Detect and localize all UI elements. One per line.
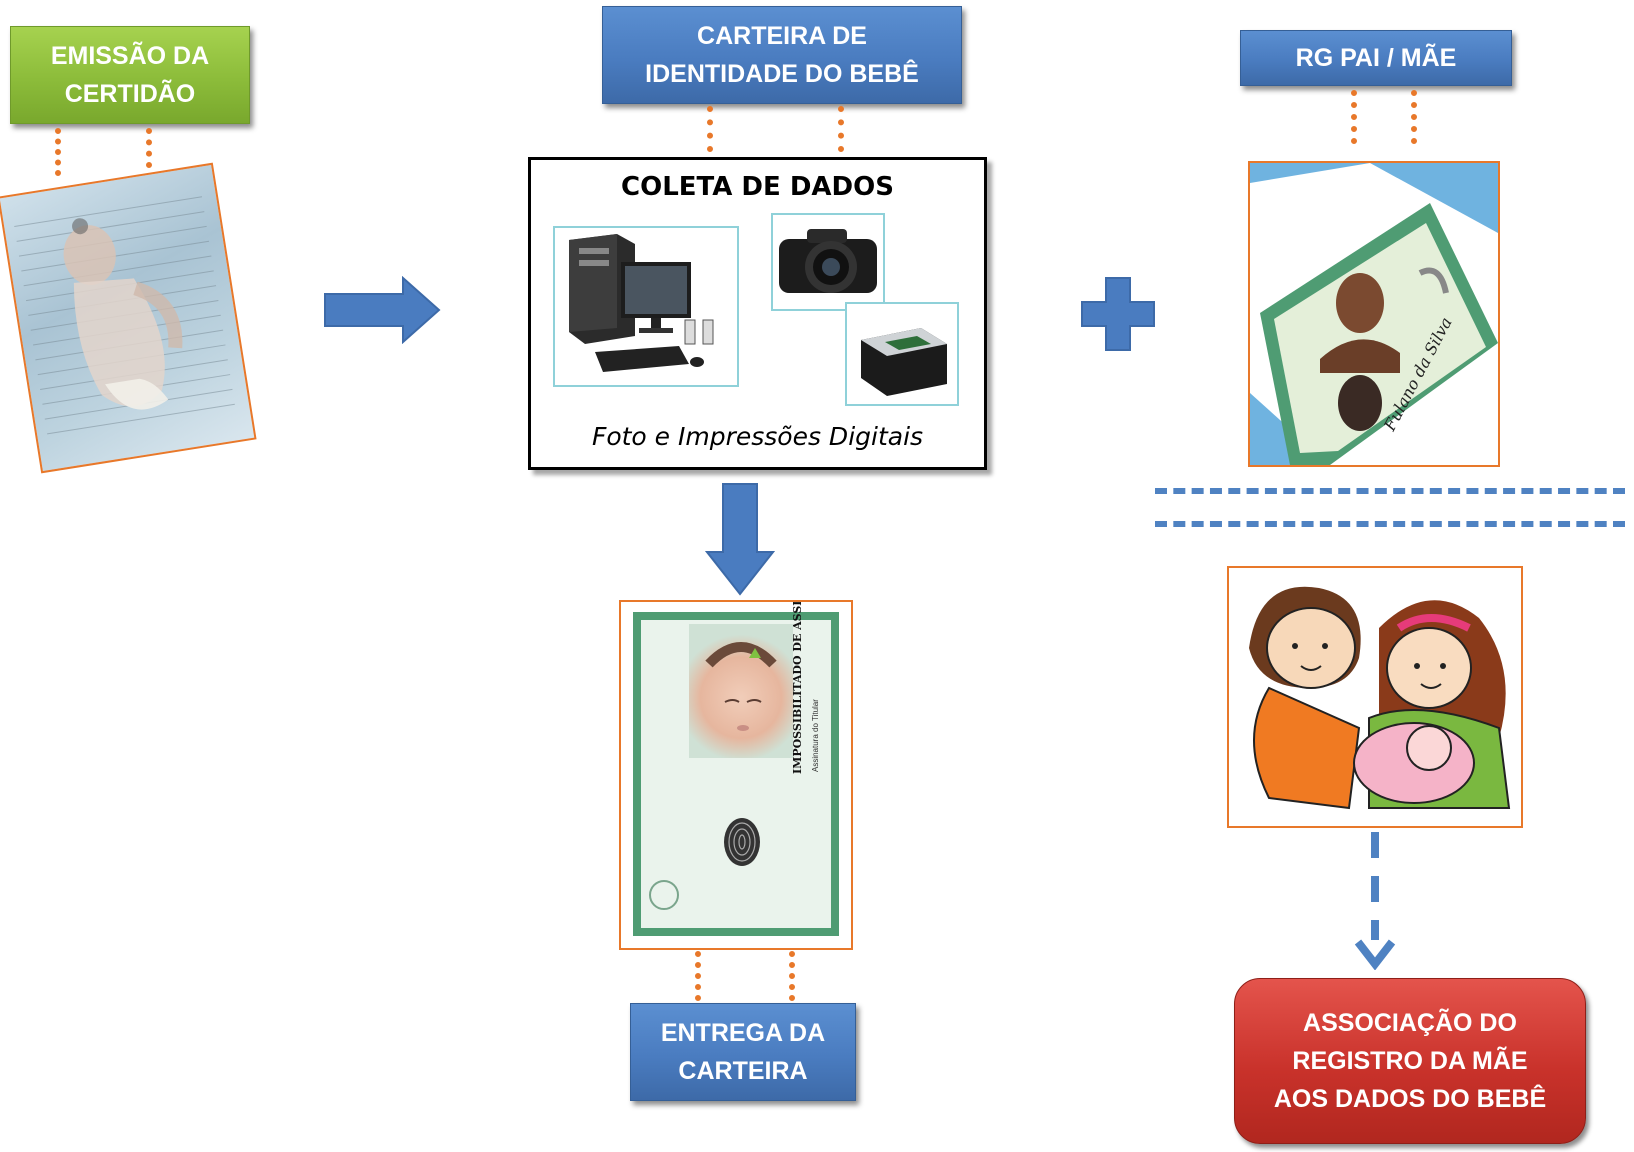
- down-arrow-icon: [705, 483, 775, 596]
- coleta-title: COLETA DE DADOS: [621, 172, 894, 202]
- connector-dots: [55, 128, 67, 176]
- separator-line: [1155, 521, 1625, 527]
- associacao-registro-label: ASSOCIAÇÃO DO REGISTRO DA MÃE AOS DADOS …: [1234, 978, 1586, 1144]
- camera-image: [771, 213, 885, 311]
- fingerprint-scanner-icon: [861, 328, 947, 396]
- baby-certificate-icon: [14, 196, 235, 435]
- entrega-carteira-label: ENTREGA DA CARTEIRA: [630, 1003, 856, 1101]
- connector-dots: [1351, 90, 1363, 144]
- birth-certificate-image: [0, 162, 257, 474]
- connector-dots: [695, 951, 707, 1001]
- connector-dots: [838, 106, 850, 152]
- emissao-certidao-label: EMISSÃO DA CERTIDÃO: [10, 26, 250, 124]
- baby-face-icon: [705, 642, 777, 731]
- seal-icon: [649, 880, 679, 910]
- fingerprint-scanner-image: [845, 302, 959, 406]
- connector-dots: [146, 128, 158, 168]
- coleta-caption: Foto e Impressões Digitais: [591, 422, 924, 451]
- camera-icon: [779, 229, 877, 293]
- dashed-down-arrow-icon: [1354, 832, 1396, 970]
- family-image: [1227, 566, 1523, 828]
- rg-card-image: Fulano da Silva: [1248, 161, 1500, 467]
- carteira-identidade-label: CARTEIRA DE IDENTIDADE DO BEBÊ: [602, 6, 962, 104]
- baby-id-card-image: IMPOSSIBILITADO DE ASSINAR Assinatura do…: [619, 600, 853, 950]
- connector-dots: [1411, 90, 1423, 144]
- fingerprint-icon: [724, 818, 760, 866]
- computer-image: [553, 226, 739, 387]
- family-icon: [1249, 586, 1511, 810]
- right-arrow-icon: [324, 276, 441, 344]
- rg-document-icon: [1250, 163, 1498, 465]
- separator-line: [1155, 488, 1625, 494]
- rg-pai-mae-label: RG PAI / MÃE: [1240, 30, 1512, 86]
- connector-dots: [707, 106, 719, 152]
- id-card-side-subtext: Assinatura do Titular: [811, 699, 820, 772]
- coleta-de-dados-panel: COLETA DE DADOS: [528, 157, 987, 470]
- id-card-side-text: IMPOSSIBILITADO DE ASSINAR: [791, 600, 804, 774]
- plus-icon: [1081, 277, 1155, 351]
- connector-dots: [789, 951, 801, 1001]
- computer-icon: [569, 234, 714, 372]
